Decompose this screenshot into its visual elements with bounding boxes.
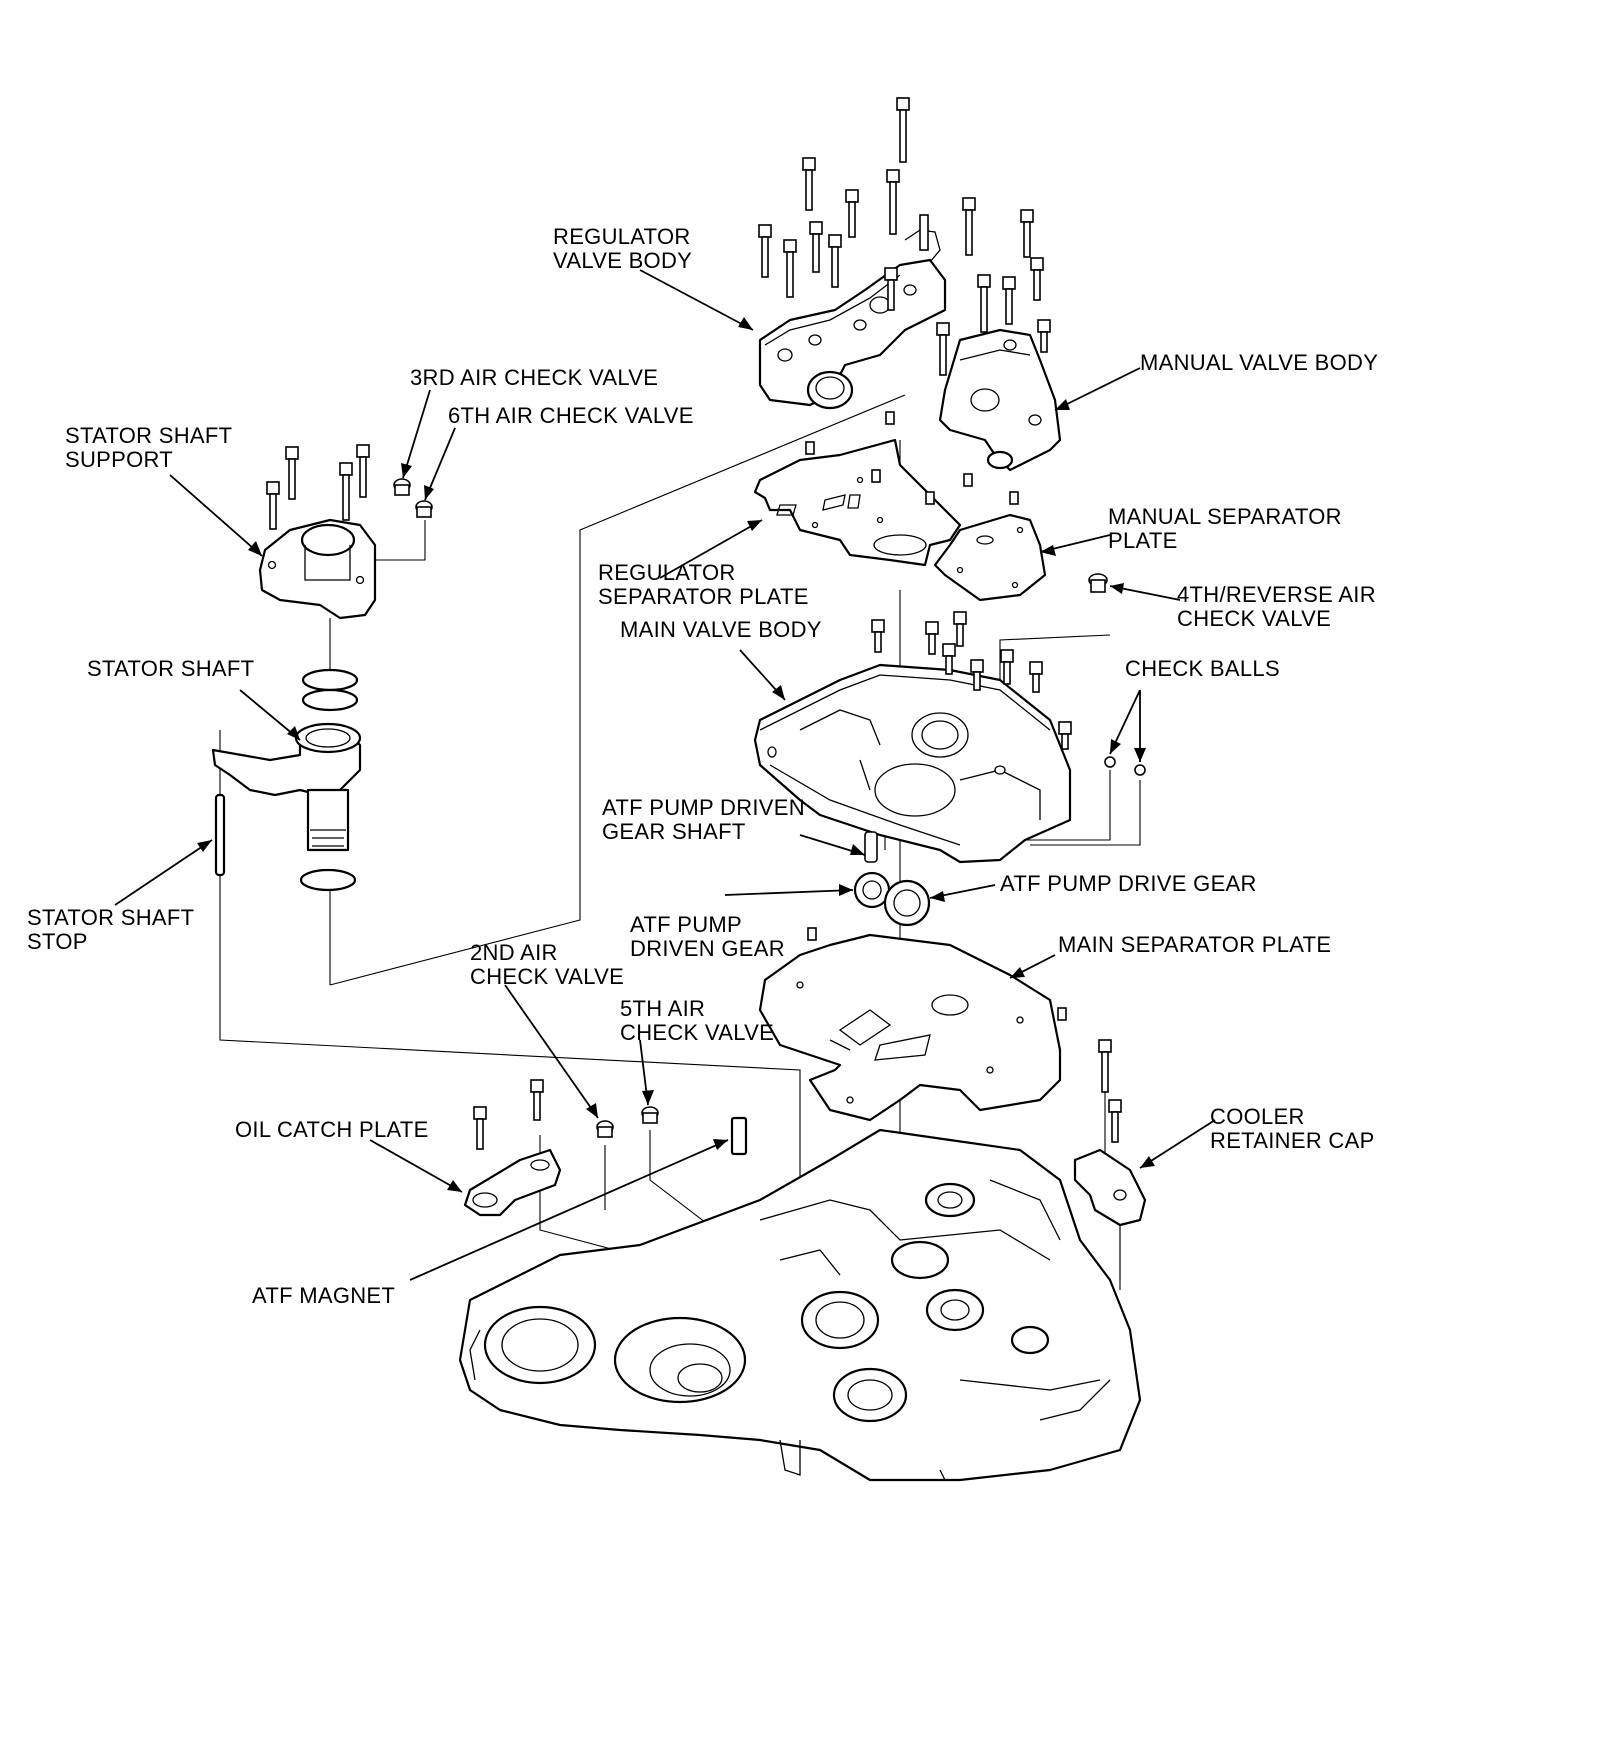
label-manual-separator-plate: MANUAL SEPARATOR PLATE: [1108, 504, 1348, 553]
bolt-icon: [339, 462, 353, 521]
label-4th-reverse-air-check-valve: 4TH/REVERSE AIR CHECK VALVE: [1177, 582, 1382, 631]
third-air-check-valve: [393, 478, 411, 496]
bolt-icon: [473, 1106, 487, 1150]
bolt-icon: [1020, 209, 1034, 258]
label-stator-shaft-support: STATOR SHAFT SUPPORT: [65, 423, 238, 472]
stator-shaft-stop: [214, 793, 226, 877]
main-valve-bolts: [871, 611, 1072, 750]
labels: REGULATOR VALVE BODY MANUAL VALVE BODY 3…: [27, 224, 1382, 1308]
bolt-icon: [1037, 319, 1051, 353]
label-check-balls: CHECK BALLS: [1125, 656, 1280, 681]
atf-pump-drive-gear: [883, 879, 931, 927]
label-regulator-valve-body: REGULATOR VALVE BODY: [553, 224, 697, 273]
manual-separator-plate: [933, 513, 1047, 602]
bolt-icon: [783, 239, 797, 298]
o-ring: [301, 668, 359, 692]
bolt-icon: [977, 274, 991, 333]
label-stator-shaft-stop: STATOR SHAFT STOP: [27, 905, 200, 954]
bolt-icon: [266, 481, 280, 530]
label-stator-shaft: STATOR SHAFT: [87, 656, 254, 681]
stator-support-bolts: [266, 444, 370, 530]
fifth-air-check-valve: [641, 1106, 659, 1124]
bolt-icon: [896, 97, 910, 163]
bolt-icon: [1029, 661, 1043, 693]
bolt-icon: [942, 643, 956, 675]
transmission-case: [458, 1128, 1142, 1482]
label-manual-valve-body: MANUAL VALVE BODY: [1140, 350, 1378, 375]
bolt-icon: [1030, 257, 1044, 301]
bolt-icon: [970, 659, 984, 691]
bolt-icon: [845, 189, 859, 238]
dowel-pins: [805, 411, 1019, 505]
label-2nd-air-check-valve: 2ND AIR CHECK VALVE: [470, 940, 624, 989]
bolt-icon: [871, 619, 885, 653]
bolt-icon: [1002, 276, 1016, 325]
atf-magnet: [730, 1116, 748, 1156]
bolt-icon: [1058, 721, 1072, 750]
sixth-air-check-valve: [415, 500, 433, 518]
leader-lines: [114, 269, 1216, 1281]
bolt-icon: [758, 224, 772, 278]
bolt-icon: [530, 1079, 544, 1121]
cooler-retainer-cap: [1073, 1148, 1147, 1227]
o-ring: [299, 868, 357, 892]
stator-shaft-support: [258, 518, 377, 620]
bolt-icon: [828, 234, 842, 288]
bolt-icon: [1000, 649, 1014, 685]
second-air-check-valve: [596, 1120, 614, 1138]
label-main-separator-plate: MAIN SEPARATOR PLATE: [1058, 932, 1331, 957]
label-regulator-separator-plate: REGULATOR SEPARATOR PLATE: [598, 560, 809, 609]
label-6th-air-check-valve: 6TH AIR CHECK VALVE: [448, 403, 694, 428]
bolt-icon: [884, 267, 898, 311]
stator-shaft: [211, 722, 362, 852]
manual-valve-bolts: [936, 197, 1051, 376]
regulator-separator-plate: [753, 438, 962, 567]
label-atf-pump-drive-gear: ATF PUMP DRIVE GEAR: [1000, 871, 1257, 896]
o-ring: [301, 688, 359, 712]
oil-catch-plate: [463, 1148, 562, 1217]
check-balls: [1104, 756, 1146, 776]
atf-pump-driven-gear-shaft: [864, 831, 878, 863]
main-separator-plate: [758, 933, 1062, 1122]
label-cooler-retainer-cap: COOLER RETAINER CAP: [1210, 1104, 1375, 1153]
label-oil-catch-plate: OIL CATCH PLATE: [235, 1117, 429, 1142]
bolt-icon: [962, 197, 976, 256]
bolt-icon: [953, 611, 967, 647]
bolt-icon: [1098, 1039, 1112, 1093]
bolt-icon: [936, 322, 950, 376]
lower-bolts: [473, 1039, 1122, 1150]
bolt-icon: [1108, 1099, 1122, 1143]
label-atf-pump-driven-gear: ATF PUMP DRIVEN GEAR: [630, 912, 785, 961]
bolt-icon: [802, 157, 816, 211]
regulator-valve-body: [758, 214, 947, 410]
label-main-valve-body: MAIN VALVE BODY: [620, 617, 822, 642]
bolt-icon: [809, 221, 823, 273]
regulator-bolts: [758, 97, 910, 311]
atf-pump-driven-gear: [853, 871, 891, 909]
label-5th-air-check-valve: 5TH AIR CHECK VALVE: [620, 996, 774, 1045]
bolt-icon: [356, 444, 370, 498]
separator-dowel-pins: [807, 927, 1067, 1021]
label-atf-pump-driven-gear-shaft: ATF PUMP DRIVEN GEAR SHAFT: [602, 795, 811, 844]
main-valve-body: [753, 663, 1072, 864]
bolt-icon: [285, 446, 299, 500]
bolt-icon: [925, 621, 939, 655]
fourth-reverse-air-check-valve: [1088, 573, 1108, 593]
label-atf-magnet: ATF MAGNET: [252, 1283, 395, 1308]
label-3rd-air-check-valve: 3RD AIR CHECK VALVE: [410, 365, 658, 390]
bolt-icon: [886, 169, 900, 235]
manual-valve-body: [938, 328, 1062, 472]
